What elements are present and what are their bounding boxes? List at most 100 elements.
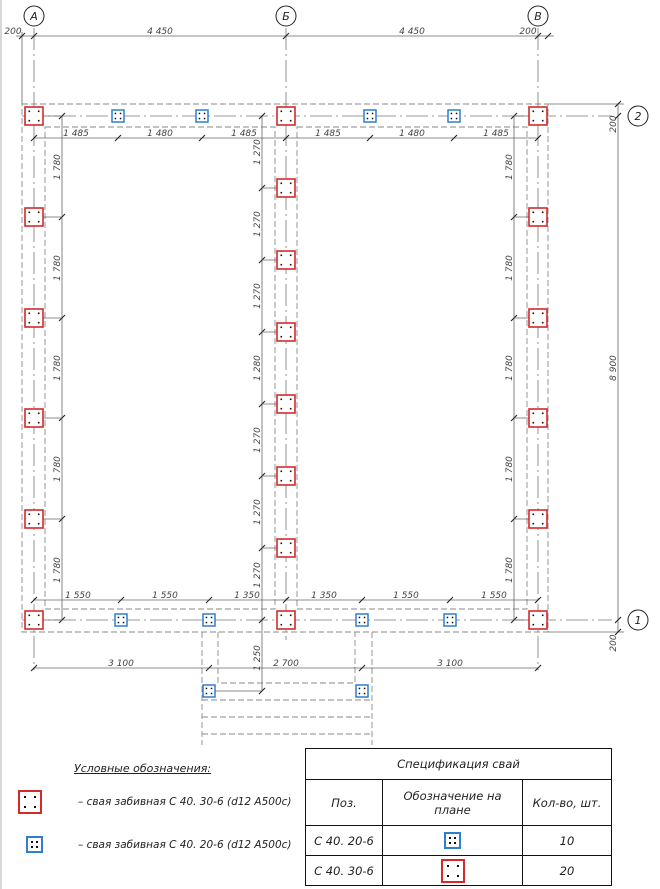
axis-labels: А Б В 2 1 xyxy=(29,10,641,627)
axis-bubbles xyxy=(23,5,649,631)
pile-red xyxy=(24,509,44,529)
sheet-edge xyxy=(0,0,2,889)
svg-text:1 550: 1 550 xyxy=(152,591,178,601)
svg-text:1 780: 1 780 xyxy=(505,255,515,281)
svg-text:2: 2 xyxy=(635,110,642,123)
svg-text:1 485: 1 485 xyxy=(231,129,257,139)
legend-item-red-pile: – свая забивная С 40. 30-6 (d12 A500с) xyxy=(18,790,292,814)
pile-blue xyxy=(195,109,209,123)
svg-text:200: 200 xyxy=(609,634,619,651)
svg-text:А: А xyxy=(29,10,38,23)
svg-text:1 780: 1 780 xyxy=(53,557,63,583)
svg-text:1 280: 1 280 xyxy=(253,355,263,381)
dimension-texts: 200 4 450 4 450 200 1 485 1 480 1 485 1 … xyxy=(4,27,619,671)
pile-red xyxy=(528,610,548,630)
pile-red xyxy=(528,106,548,126)
svg-text:1 270: 1 270 xyxy=(253,427,263,453)
pile-red xyxy=(276,394,296,414)
svg-text:1: 1 xyxy=(635,614,642,627)
svg-text:1 270: 1 270 xyxy=(253,283,263,309)
svg-text:1 270: 1 270 xyxy=(253,499,263,525)
svg-text:1 350: 1 350 xyxy=(311,591,337,601)
legend-label: – свая забивная С 40. 30-6 (d12 A500с) xyxy=(78,796,292,808)
pile-blue xyxy=(447,109,461,123)
axis-lines xyxy=(22,28,612,670)
pile-red xyxy=(528,207,548,227)
legend-title: Условные обозначения: xyxy=(74,762,212,775)
svg-text:1 780: 1 780 xyxy=(505,456,515,482)
svg-text:1 780: 1 780 xyxy=(505,154,515,180)
row-symbol xyxy=(382,825,523,856)
col-header-qty: Кол-во, шт. xyxy=(522,779,612,826)
pile-red xyxy=(24,207,44,227)
svg-text:1 780: 1 780 xyxy=(505,355,515,381)
svg-text:1 480: 1 480 xyxy=(147,129,173,139)
axis-bubble-V xyxy=(527,5,549,27)
pile-blue xyxy=(443,613,457,627)
table-row: С 40. 30-6 20 xyxy=(305,855,612,886)
pile-blue xyxy=(114,613,128,627)
red-pile-icon xyxy=(18,790,42,814)
svg-text:1 780: 1 780 xyxy=(53,456,63,482)
svg-text:1 485: 1 485 xyxy=(315,129,341,139)
svg-text:1 250: 1 250 xyxy=(253,645,263,671)
svg-text:1 270: 1 270 xyxy=(253,211,263,237)
svg-text:1 780: 1 780 xyxy=(53,255,63,281)
svg-text:1 350: 1 350 xyxy=(234,591,260,601)
pile-red xyxy=(24,610,44,630)
svg-text:1 780: 1 780 xyxy=(53,355,63,381)
pile-blue xyxy=(355,613,369,627)
svg-text:1 780: 1 780 xyxy=(505,557,515,583)
table-row: С 40. 20-6 10 xyxy=(305,825,612,856)
legend-label: – свая забивная С 40. 20-6 (d12 A500с) xyxy=(78,838,292,851)
pile-red xyxy=(276,106,296,126)
pile-plan-drawing: А Б В 2 1 200 4 450 4 450 200 1 485 1 48… xyxy=(4,5,649,745)
row-pos: С 40. 20-6 xyxy=(305,825,383,856)
svg-text:1 550: 1 550 xyxy=(393,591,419,601)
pile-blue xyxy=(202,684,216,698)
row-pos: С 40. 30-6 xyxy=(305,855,383,886)
spec-table-title: Спецификация свай xyxy=(305,748,612,780)
svg-text:200: 200 xyxy=(4,27,21,37)
pile-blue xyxy=(355,684,369,698)
svg-text:Б: Б xyxy=(282,10,290,23)
spec-table: Спецификация свай Поз. Обозначение на пл… xyxy=(305,748,612,886)
pile-red xyxy=(528,408,548,428)
svg-text:8 900: 8 900 xyxy=(609,355,619,381)
pile-red xyxy=(276,322,296,342)
pile-red xyxy=(276,250,296,270)
svg-text:1 485: 1 485 xyxy=(63,129,89,139)
svg-text:1 270: 1 270 xyxy=(253,139,263,165)
legend-item-blue-pile: – свая забивная С 40. 20-6 (d12 A500с) xyxy=(26,836,292,853)
pile-blue xyxy=(111,109,125,123)
svg-text:1 270: 1 270 xyxy=(253,562,263,588)
svg-text:3 100: 3 100 xyxy=(108,659,134,669)
svg-text:2 700: 2 700 xyxy=(273,659,299,669)
pile-blue xyxy=(363,109,377,123)
pile-red xyxy=(528,509,548,529)
pile-red xyxy=(24,308,44,328)
row-qty: 10 xyxy=(522,825,612,856)
svg-text:1 780: 1 780 xyxy=(53,154,63,180)
pile-red xyxy=(276,610,296,630)
col-header-pos: Поз. xyxy=(305,779,383,826)
pile-red xyxy=(276,178,296,198)
row-qty: 20 xyxy=(522,855,612,886)
svg-text:1 550: 1 550 xyxy=(481,591,507,601)
pile-red xyxy=(276,538,296,558)
foundation-outline xyxy=(21,103,549,745)
pile-red xyxy=(276,466,296,486)
axis-bubble-2 xyxy=(627,105,649,127)
blue-pile-icon xyxy=(444,832,461,849)
axis-bubble-A xyxy=(23,5,45,27)
blue-pile-icon xyxy=(26,836,43,853)
row-symbol xyxy=(382,855,523,886)
col-header-symbol: Обозначение на плане xyxy=(382,779,523,826)
svg-text:200: 200 xyxy=(609,115,619,132)
axis-bubble-1 xyxy=(627,609,649,631)
svg-text:3 100: 3 100 xyxy=(437,659,463,669)
pile-red xyxy=(528,308,548,328)
pile-blue xyxy=(202,613,216,627)
svg-text:4 450: 4 450 xyxy=(399,27,425,37)
